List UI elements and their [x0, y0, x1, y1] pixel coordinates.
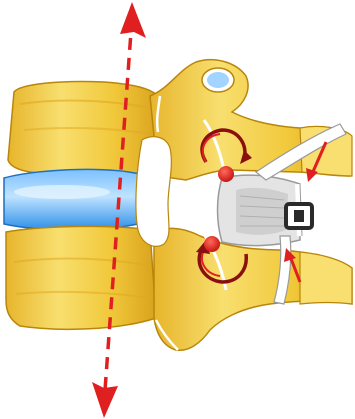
lower-vertebral-body — [6, 226, 156, 329]
upper-joint-dot — [218, 166, 234, 182]
upper-vertebral-body — [8, 81, 160, 175]
intervertebral-disc — [4, 169, 146, 229]
lower-joint-dot — [204, 236, 220, 252]
band-buckle — [286, 204, 312, 228]
